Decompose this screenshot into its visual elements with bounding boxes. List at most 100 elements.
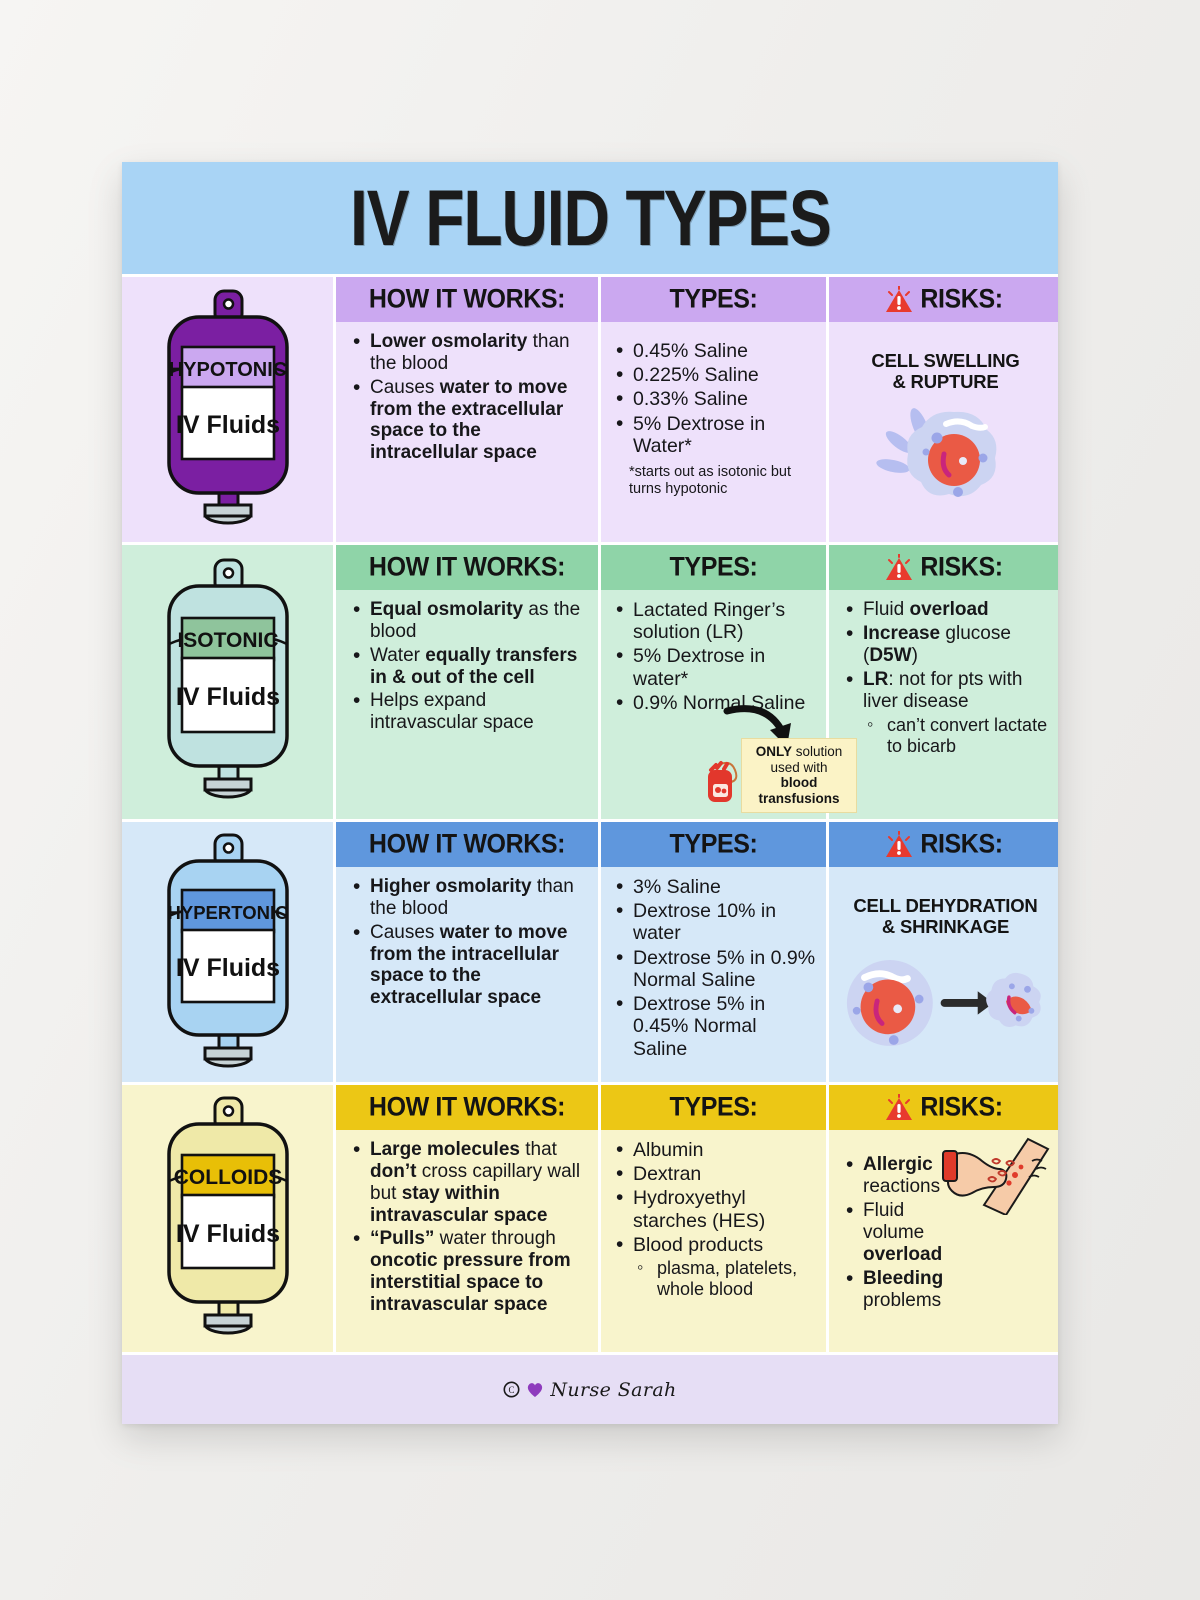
header-label: TYPES: [669, 552, 758, 582]
blood-bag-icon [708, 761, 738, 802]
risks-hypotonic: RISKS: CELL SWELLING& RUPTURE [826, 277, 1058, 542]
list-item: 0.225% Saline [613, 363, 816, 388]
types-hypertonic: TYPES: 3% Saline Dextrose 10% in water D… [598, 822, 826, 1082]
heart-icon [528, 1383, 543, 1397]
list-item: Causes water to move from the intracellu… [350, 921, 588, 1009]
header-label: HOW IT WORKS: [368, 829, 566, 859]
header-label: HOW IT WORKS: [368, 284, 566, 314]
risks-isotonic: RISKS: Fluid overload Increase glucose (… [826, 545, 1058, 819]
page-title: IV FLUID TYPES [349, 173, 832, 263]
how-it-works-hypotonic: HOW IT WORKS: Lower osmolarity than the … [333, 277, 598, 542]
signature-text: Nurse Sarah [550, 1378, 677, 1401]
risks-colloids: RISKS: [826, 1085, 1058, 1352]
header-label: RISKS: [920, 552, 1003, 582]
list-item: Dextran [613, 1162, 816, 1187]
types-colloids: TYPES: Albumin Dextran Hydroxyethyl star… [598, 1085, 826, 1352]
list-item: Lactated Ringer’s solution (LR) [613, 598, 816, 643]
list-item: LR: not for pts with liver disease [843, 668, 1048, 713]
list-item: Helps expand intravascular space [350, 689, 588, 734]
bag-sublabel-hypotonic: IV Fluids [175, 411, 279, 439]
list-item: Blood products [613, 1233, 816, 1258]
header-how-colloids: HOW IT WORKS: [336, 1085, 598, 1130]
how-it-works-colloids: HOW IT WORKS: Large molecules that don’t… [333, 1085, 598, 1352]
header-risks-hypotonic: RISKS: [829, 277, 1058, 322]
types-footnote-hypotonic: *starts out as isotonic but turns hypoto… [629, 464, 791, 497]
list-item: Fluid overload [843, 598, 1048, 622]
iv-bag-colloids-icon: COLLOIDS IV Fluids [166, 1096, 289, 1334]
row-colloids: COLLOIDS IV Fluids HOW IT WORKS: Large m… [122, 1082, 1058, 1352]
title-band: IV FLUID TYPES [122, 162, 1058, 274]
list-item: Dextrose 10% in water [613, 899, 816, 944]
header-how-isotonic: HOW IT WORKS: [336, 545, 598, 590]
header-label: HOW IT WORKS: [368, 552, 566, 582]
types-body-hypertonic: 3% Saline Dextrose 10% in water Dextrose… [601, 867, 826, 1066]
types-body-isotonic: Lactated Ringer’s solution (LR) 5% Dextr… [601, 590, 826, 720]
iv-bag-hypertonic-icon: HYPERTONIC IV Fluids [166, 833, 289, 1067]
list-item: 5% Dextrose in water* [613, 644, 816, 689]
types-hypotonic: TYPES: 0.45% Saline 0.225% Saline 0.33% … [598, 277, 826, 542]
how-it-works-hypertonic: HOW IT WORKS: Higher osmolarity than the… [333, 822, 598, 1082]
risk-caption-hypertonic: CELL DEHYDRATION& SHRINKAGE [853, 895, 1038, 937]
risks-body-colloids: Allergic reactions Fluid volume overload… [829, 1130, 1058, 1318]
risks-body-isotonic: Fluid overload Increase glucose (D5W) LR… [829, 590, 1058, 763]
warning-triangle-icon [884, 1093, 914, 1122]
header-label: RISKS: [920, 284, 1003, 314]
copyright-icon: C [503, 1381, 520, 1398]
header-label: RISKS: [920, 1092, 1003, 1122]
warning-triangle-icon [884, 553, 914, 582]
bag-label-hypertonic: HYPERTONIC [167, 902, 288, 923]
callout-line3: blood transfusions [758, 775, 840, 806]
risks-hypertonic: RISKS: CELL DEHYDRATION& SHRINKAGE [826, 822, 1058, 1082]
iv-bag-hypotonic-icon: HYPOTONIC IV Fluids [166, 289, 289, 525]
types-body-hypotonic: 0.45% Saline 0.225% Saline 0.33% Saline … [601, 322, 826, 501]
header-label: RISKS: [920, 829, 1003, 859]
bag-cell-hypertonic: HYPERTONIC IV Fluids [122, 822, 333, 1082]
row-hypertonic: HYPERTONIC IV Fluids HOW IT WORKS: Highe… [122, 819, 1058, 1082]
list-item: 5% Dextrose in Water* [613, 412, 816, 457]
callout-rest: solution [791, 744, 843, 759]
header-types-hypotonic: TYPES: [601, 277, 826, 322]
row-hypotonic: HYPOTONIC IV Fluids HOW IT WORKS: Lower … [122, 274, 1058, 542]
bag-cell-hypotonic: HYPOTONIC IV Fluids [122, 277, 333, 542]
list-item: Increase glucose (D5W) [843, 622, 1048, 667]
types-isotonic: TYPES: Lactated Ringer’s solution (LR) 5… [598, 545, 857, 819]
header-how-hypertonic: HOW IT WORKS: [336, 822, 598, 867]
list-item: Fluid volume overload [843, 1199, 942, 1266]
list-item: Dextrose 5% in 0.45% Normal Saline [613, 992, 816, 1060]
list-item: Causes water to move from the extracellu… [350, 376, 588, 464]
blood-transfusion-callout: ONLY solution used with blood transfusio… [741, 738, 857, 814]
callout-line2: used with [770, 759, 828, 775]
bag-cell-colloids: COLLOIDS IV Fluids [122, 1085, 333, 1352]
poster: IV FLUID TYPES HYPOTONIC IV Fluids HOW [122, 162, 1058, 1424]
bag-cell-isotonic: ISOTONIC IV Fluids [122, 545, 333, 819]
warning-triangle-icon [884, 830, 914, 859]
types-body-colloids: Albumin Dextran Hydroxyethyl starches (H… [601, 1130, 826, 1305]
header-risks-hypertonic: RISKS: [829, 822, 1058, 867]
svg-text:C: C [509, 1385, 515, 1395]
header-types-isotonic: TYPES: [601, 545, 826, 590]
header-label: TYPES: [669, 829, 758, 859]
list-item: Lower osmolarity than the blood [350, 330, 588, 375]
risks-body-hypotonic: CELL SWELLING& RUPTURE [829, 322, 1058, 512]
list-item: Bleeding problems [843, 1267, 953, 1312]
list-item: Hydroxyethyl starches (HES) [613, 1186, 816, 1231]
bag-sublabel-isotonic: IV Fluids [175, 683, 279, 711]
skin-rash-icon [942, 1137, 1050, 1215]
how-body-hypertonic: Higher osmolarity than the blood Causes … [336, 867, 598, 1015]
list-item: “Pulls” water through oncotic pressure f… [350, 1227, 588, 1315]
header-types-hypertonic: TYPES: [601, 822, 826, 867]
list-item: Dextrose 5% in 0.9% Normal Saline [613, 946, 816, 991]
list-item: Equal osmolarity as the blood [350, 598, 588, 643]
how-body-hypotonic: Lower osmolarity than the blood Causes w… [336, 322, 598, 470]
list-item: 0.45% Saline [613, 339, 816, 364]
list-item: Higher osmolarity than the blood [350, 875, 588, 920]
header-label: TYPES: [669, 284, 758, 314]
list-item: Allergic reactions [843, 1153, 940, 1198]
how-it-works-isotonic: HOW IT WORKS: Equal osmolarity as the bl… [333, 545, 598, 819]
list-item: Albumin [613, 1138, 816, 1163]
risk-caption-hypotonic: CELL SWELLING& RUPTURE [871, 350, 1020, 392]
callout-bold: ONLY [755, 744, 792, 759]
list-item: Large molecules that don’t cross capilla… [350, 1138, 588, 1226]
bag-label-isotonic: ISOTONIC [177, 629, 278, 652]
header-risks-isotonic: RISKS: [829, 545, 1058, 590]
